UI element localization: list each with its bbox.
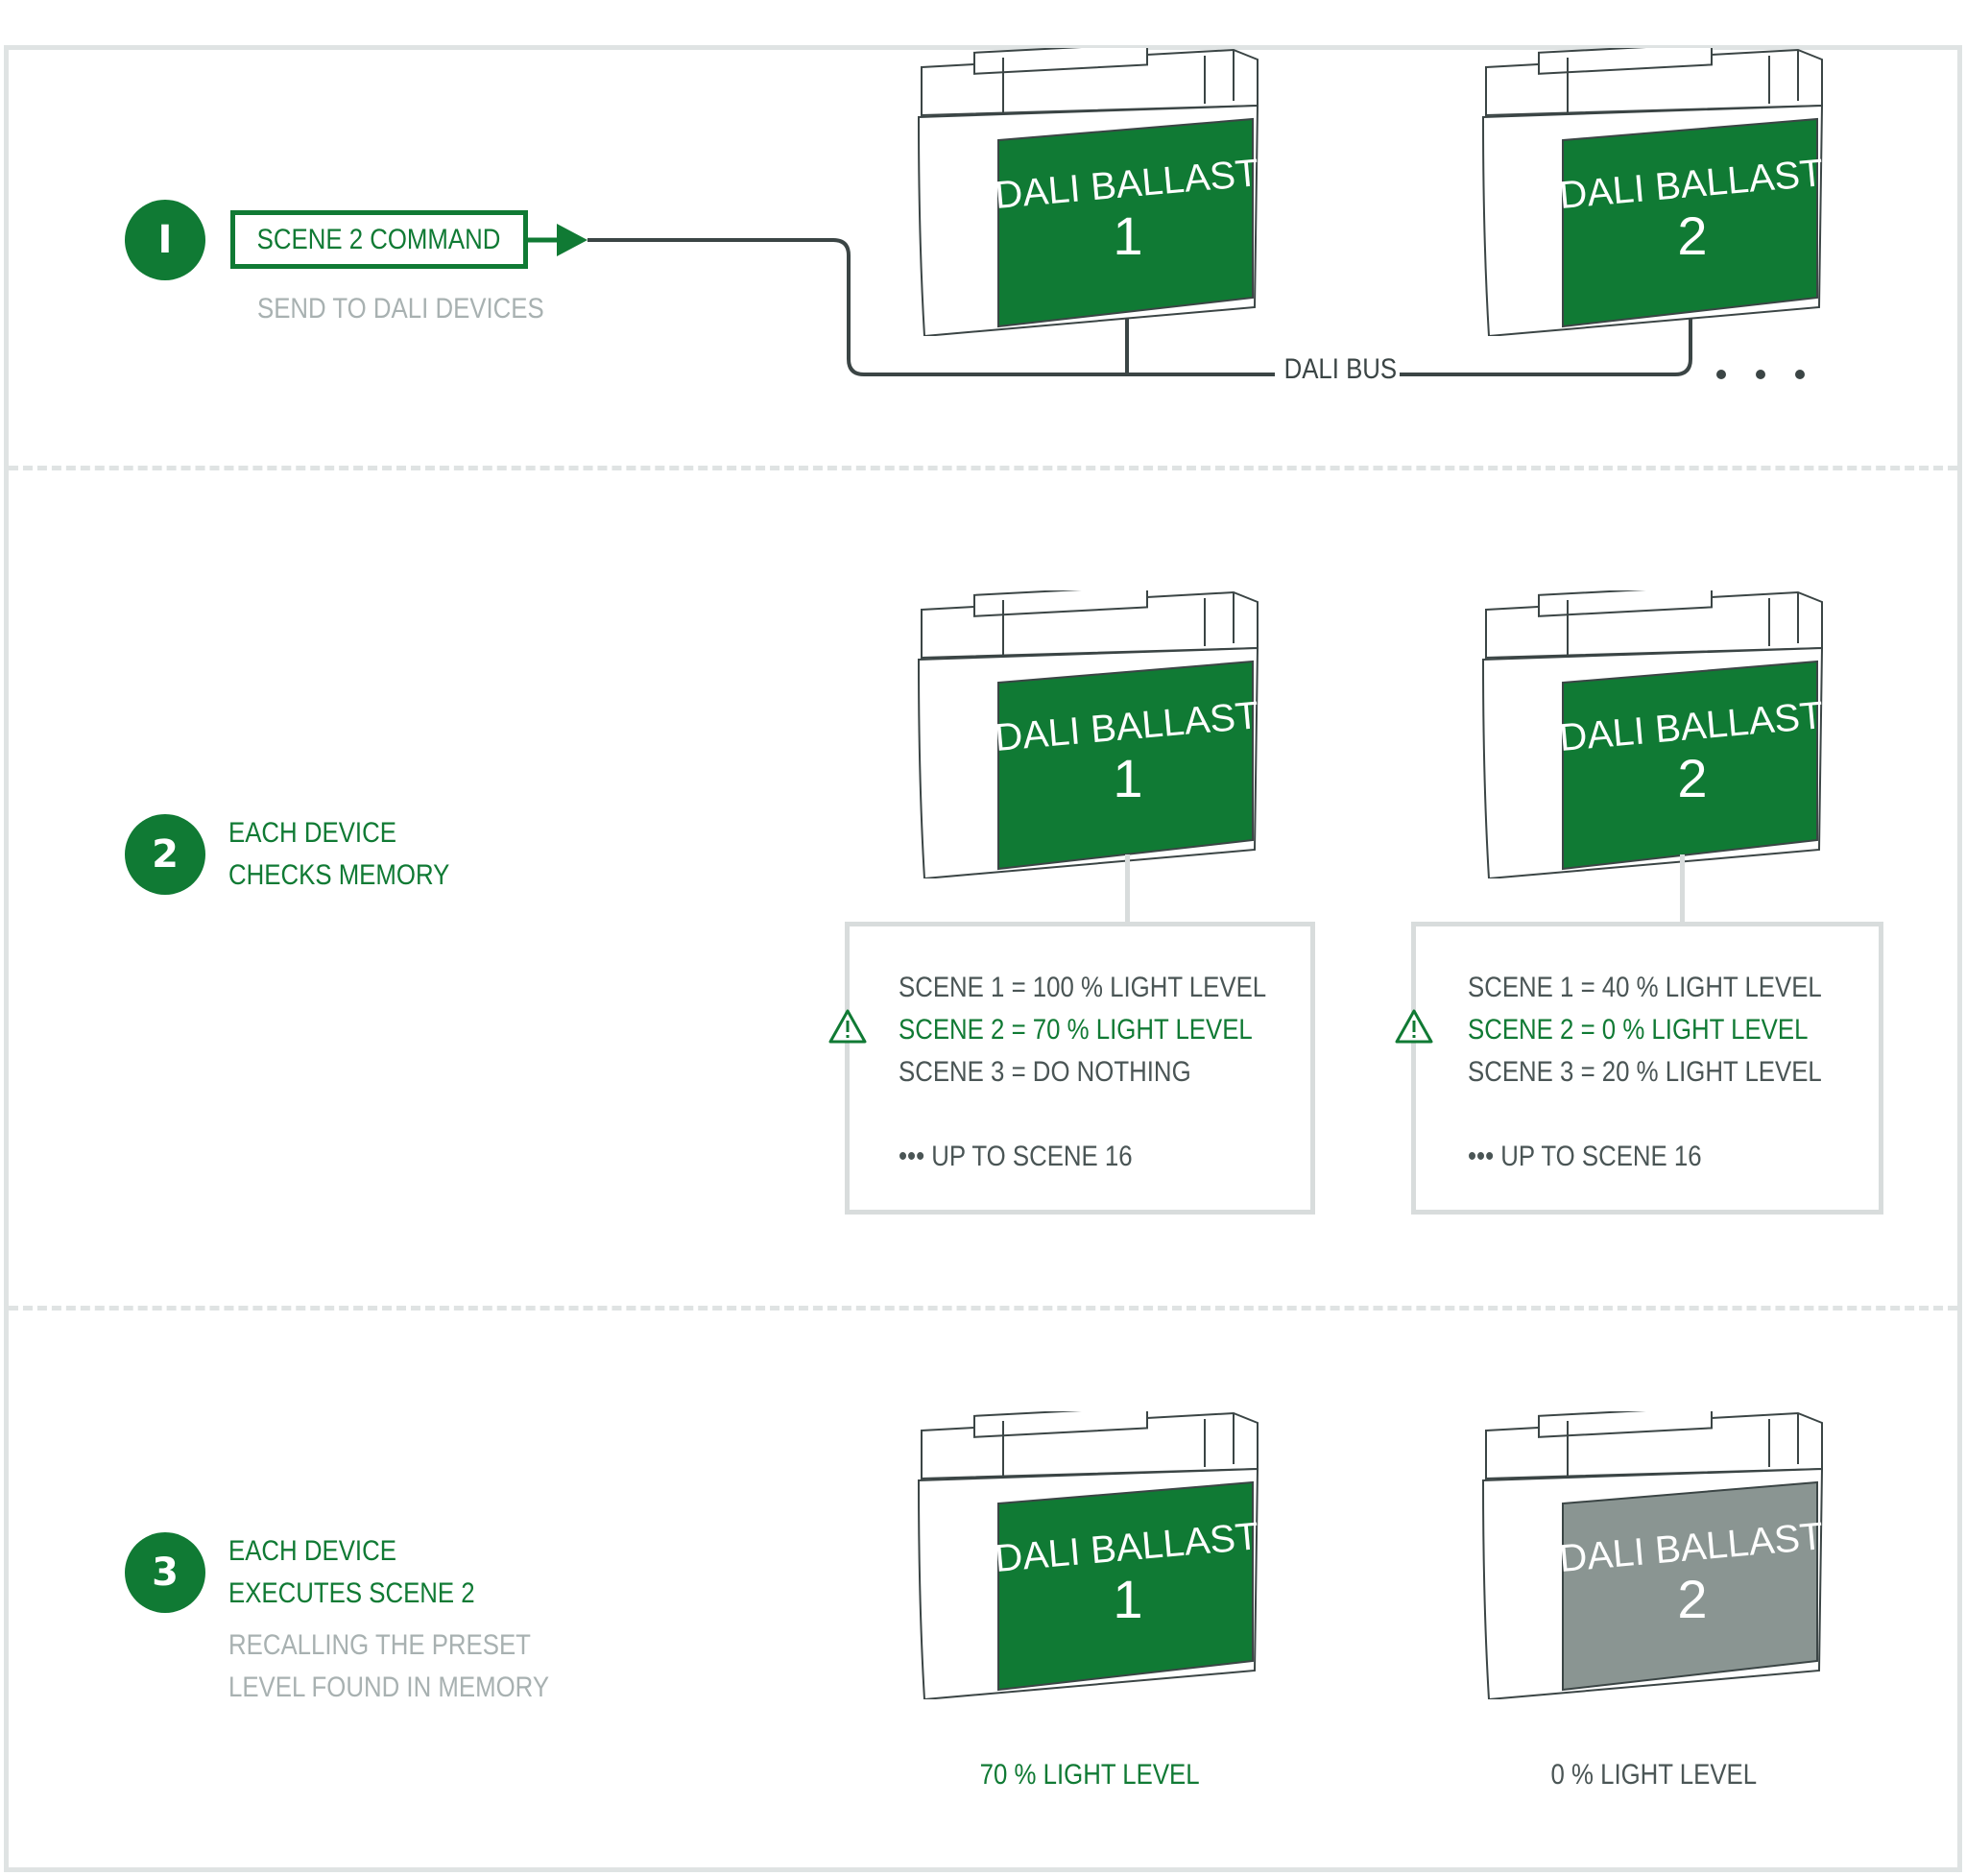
memory-box-ballast-2 [1411,922,1883,1215]
step-2-title-line1: EACH DEVICE [228,817,396,849]
scene-command-label: SCENE 2 COMMAND [257,223,501,255]
step-3-badge: 3 [125,1532,205,1613]
memory-box-ballast-1 [845,922,1315,1215]
ballast-number: 1 [1113,1569,1142,1629]
continuation-dot [1716,370,1726,379]
step-3-title-line1: EACH DEVICE [228,1535,396,1567]
arrow-head-icon [557,224,587,256]
continuation-dot [1795,370,1805,379]
step-3-number: 3 [152,1551,179,1595]
ballast-device-icon: DALI BALLAST 1 [917,1411,1260,1699]
ballast-number: 2 [1677,1569,1707,1629]
scene-command-box: SCENE 2 COMMAND [230,210,528,269]
step-1-subtitle: SEND TO DALI DEVICES [257,293,544,325]
result-ballast-2-text: 0 % LIGHT LEVEL [1550,1759,1758,1791]
warning-icon [1395,1009,1433,1044]
step-1-badge: I [125,200,205,280]
diagram-frame [4,45,1962,1872]
separator-1 [9,466,1957,470]
memory-b2-scene1: SCENE 1 = 40 % LIGHT LEVEL [1468,972,1822,1003]
ballast-panel [1562,660,1818,871]
bus-line [587,238,1277,376]
step-3-title-line2: EXECUTES SCENE 2 [228,1577,475,1609]
ballast-device-icon: DALI BALLAST 2 [1481,1411,1825,1699]
dali-bus-text: DALI BUS [1283,353,1398,385]
step-1-number: I [157,218,173,262]
memory-b2-scene3: SCENE 3 = 20 % LIGHT LEVEL [1468,1056,1822,1088]
ballast-panel [997,660,1254,871]
memory-b2-scene2: SCENE 2 = 0 % LIGHT LEVEL [1468,1014,1809,1046]
ballast-number: 2 [1677,748,1707,808]
memory-b1-more: ••• UP TO SCENE 16 [899,1141,1133,1172]
dali-bus-wiring [528,224,1805,379]
bus-line-right [1397,309,1692,376]
ballast-panel [997,1480,1254,1692]
ballast-device-icon: DALI BALLAST 2 [1481,590,1825,878]
dali-bus-label: DALI BUS [1275,353,1400,386]
ballast-panel [1562,117,1818,328]
ballast-panel-off [1562,1480,1818,1692]
ballast-device-icon: DALI BALLAST 1 [917,590,1260,878]
step-2-number: 2 [152,832,179,877]
memory-b1-scene1: SCENE 1 = 100 % LIGHT LEVEL [899,972,1267,1003]
ballast-number: 2 [1677,205,1707,266]
step-3-sub-line2: LEVEL FOUND IN MEMORY [228,1672,550,1703]
step-2-title-line2: CHECKS MEMORY [228,859,450,891]
result-ballast-1-text: 70 % LIGHT LEVEL [979,1759,1200,1791]
ballast-number: 1 [1113,205,1142,266]
memory-b1-scene3: SCENE 3 = DO NOTHING [899,1056,1191,1088]
warning-icon [828,1009,867,1044]
ballast-number: 1 [1113,748,1142,808]
continuation-dot [1756,370,1765,379]
memory-b1-scene2: SCENE 2 = 70 % LIGHT LEVEL [899,1014,1253,1046]
result-ballast-2: 0 % LIGHT LEVEL [1510,1759,1798,1792]
ballast-device-icon: DALI BALLAST 1 [917,48,1260,336]
separator-2 [9,1306,1957,1311]
step-2-badge: 2 [125,814,205,895]
memory-connector-2 [1680,854,1685,924]
memory-b2-more: ••• UP TO SCENE 16 [1468,1141,1702,1172]
memory-connector-1 [1125,854,1130,924]
result-ballast-1: 70 % LIGHT LEVEL [946,1759,1234,1792]
ballast-panel [997,117,1254,328]
ballast-device-icon: DALI BALLAST 2 [1481,48,1825,336]
step-3-sub-line1: RECALLING THE PRESET [228,1629,531,1661]
